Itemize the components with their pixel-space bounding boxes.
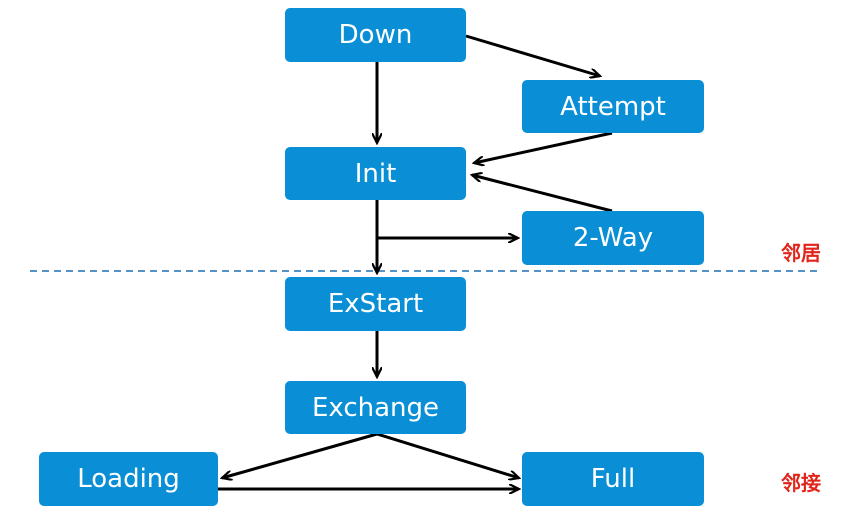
state-down: Down xyxy=(285,8,466,62)
state-exstart: ExStart xyxy=(285,277,466,331)
arrow-down-to-attempt xyxy=(465,34,600,76)
neighbor-zone-label: 邻居 xyxy=(781,241,821,265)
state-attempt: Attempt xyxy=(522,80,704,133)
state-init: Init xyxy=(285,147,466,200)
state-two-way: 2-Way xyxy=(522,211,704,265)
arrow-attempt-to-init xyxy=(474,131,613,163)
adjacency-zone-label: 邻接 xyxy=(781,471,821,495)
state-full: Full xyxy=(522,452,704,506)
arrow-exchange-to-loading xyxy=(222,432,378,478)
state-loading: Loading xyxy=(39,452,218,506)
arrow-twoway-to-init xyxy=(472,175,613,213)
state-exchange: Exchange xyxy=(285,381,466,434)
arrow-exchange-to-full xyxy=(376,432,519,478)
